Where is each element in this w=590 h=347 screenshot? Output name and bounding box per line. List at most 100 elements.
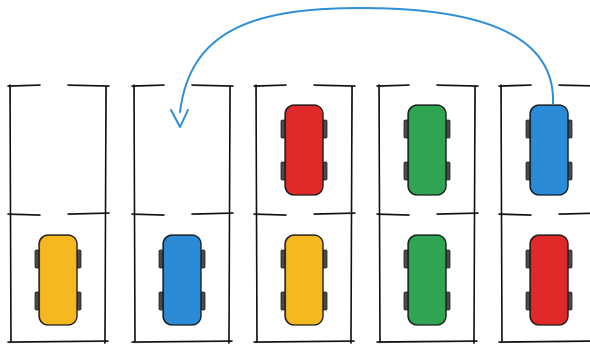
car-outline (530, 105, 569, 196)
car-body (407, 234, 447, 326)
parking-column-5 (498, 84, 590, 344)
car-body (162, 234, 202, 326)
bottom-line (498, 340, 590, 344)
right-wall (228, 85, 231, 344)
arrow-head (170, 109, 189, 128)
slot-divider-stroke-2 (68, 213, 109, 216)
bottom-line-stroke (498, 340, 590, 343)
slot-divider (131, 213, 165, 216)
top-line-stroke (131, 84, 165, 87)
slot-divider (253, 213, 287, 216)
slot-divider (376, 213, 410, 216)
car-body (407, 104, 447, 196)
top-line-stroke-2 (499, 85, 531, 88)
car-outline (408, 105, 447, 196)
slot-divider (67, 212, 110, 216)
car-body (529, 234, 569, 326)
bottom-line (131, 340, 233, 344)
slot-divider-stroke (436, 212, 479, 215)
slot-divider-stroke-2 (314, 213, 355, 216)
car-outline (285, 235, 324, 326)
slot-divider-stroke (67, 212, 110, 215)
bottom-line-stroke-2 (132, 341, 232, 344)
slot-divider-stroke-2 (559, 213, 590, 216)
car-col4-top (403, 104, 451, 196)
car-outline (163, 235, 202, 326)
slot-divider-stroke-2 (132, 214, 164, 216)
top-line (436, 84, 479, 87)
top-line-stroke-2 (437, 85, 478, 87)
car-col3-top (280, 104, 328, 196)
slot-divider (7, 213, 41, 216)
top-line-stroke (376, 84, 410, 87)
slot-divider-stroke (7, 213, 41, 216)
top-line-stroke (191, 84, 234, 87)
top-line (7, 84, 41, 88)
top-line-stroke-2 (559, 85, 590, 87)
top-line (131, 84, 165, 88)
top-line-stroke-2 (68, 85, 109, 87)
bottom-line-stroke-2 (377, 341, 477, 344)
top-line (313, 84, 356, 87)
slot-divider (191, 212, 234, 216)
car-outline (408, 235, 447, 326)
top-line-stroke-2 (314, 85, 355, 87)
bottom-line-stroke (376, 340, 478, 343)
bottom-line-stroke (131, 340, 233, 343)
right-wall-stroke-2 (228, 86, 231, 344)
top-line-stroke-2 (192, 85, 233, 87)
bottom-line (376, 340, 478, 344)
slot-divider-stroke-2 (377, 214, 409, 216)
top-line (376, 84, 410, 88)
slot-divider (313, 212, 356, 216)
car-col5-bottom (525, 234, 573, 326)
top-line (558, 84, 590, 87)
top-line-stroke-2 (377, 85, 409, 88)
top-line-stroke-2 (254, 85, 286, 88)
slot-divider-stroke (498, 213, 532, 216)
parking-column-2 (131, 84, 234, 344)
car-col5-top (525, 104, 573, 196)
car-body (284, 104, 324, 196)
car-outline (39, 235, 78, 326)
top-line-stroke (67, 84, 110, 87)
slot-divider-stroke-2 (8, 214, 40, 216)
bottom-line (253, 340, 355, 344)
top-line-stroke-2 (132, 85, 164, 88)
car-outline (530, 235, 569, 326)
arrow-curve (179, 6, 555, 113)
top-line (191, 84, 234, 87)
bottom-line-stroke (253, 340, 355, 343)
bottom-line-stroke (7, 340, 109, 343)
bottom-line (7, 340, 109, 344)
slot-divider-stroke (313, 212, 356, 215)
right-wall-stroke-2 (350, 86, 353, 344)
bottom-line-stroke-2 (8, 341, 108, 344)
car-col4-bottom (403, 234, 451, 326)
car-body (38, 234, 78, 326)
slot-divider-stroke (558, 212, 590, 215)
top-line-stroke (558, 84, 590, 87)
top-line (67, 84, 110, 87)
parking-column-1 (7, 84, 110, 344)
top-line-stroke (253, 84, 287, 87)
parking-lots (7, 84, 590, 344)
slot-divider-stroke (191, 212, 234, 215)
bottom-line-stroke-2 (499, 341, 590, 344)
right-wall (104, 85, 107, 344)
car-col3-bottom (280, 234, 328, 326)
bottom-line-stroke-2 (254, 341, 354, 344)
slot-divider-stroke (253, 213, 287, 216)
parking-column-3 (253, 84, 356, 344)
top-line (498, 84, 532, 88)
curved-arrow-icon (170, 6, 555, 128)
slot-divider-stroke (131, 213, 165, 216)
top-line-stroke (313, 84, 356, 87)
car-col2-bottom (158, 234, 206, 326)
right-wall (473, 85, 476, 344)
car-body (284, 234, 324, 326)
right-wall (350, 85, 353, 344)
slot-divider (498, 213, 532, 216)
